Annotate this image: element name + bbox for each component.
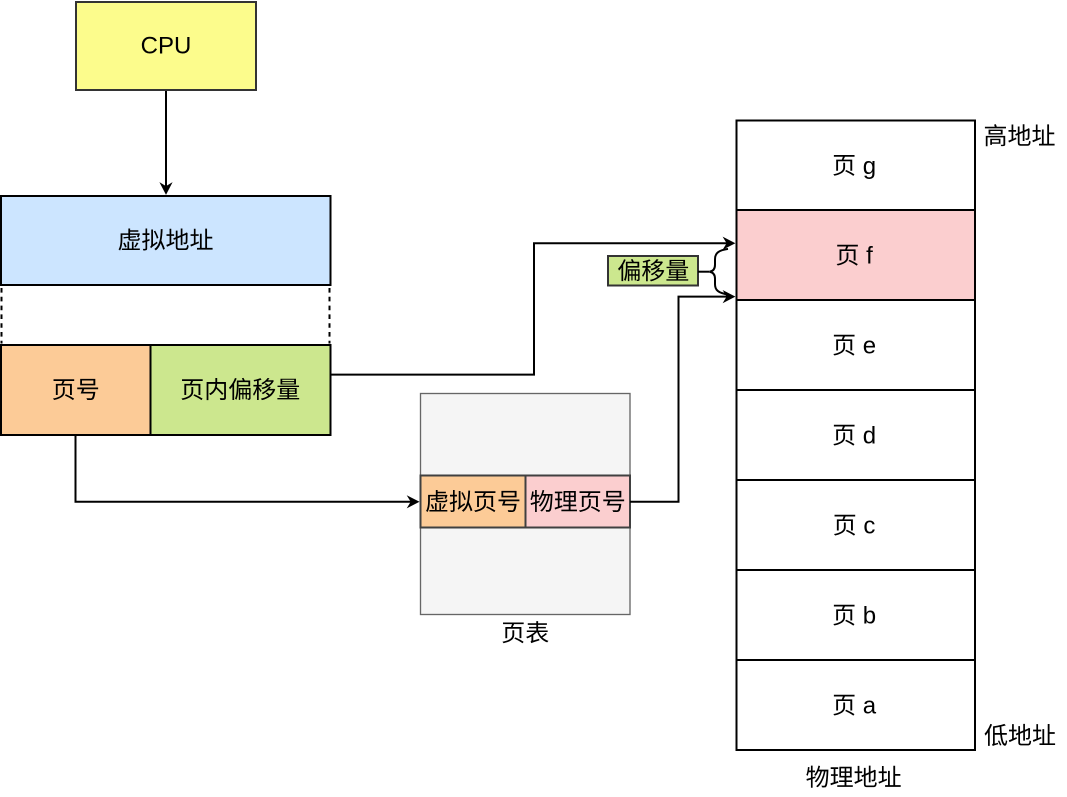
svg-text:c: c — [863, 513, 875, 540]
svg-text:a: a — [863, 693, 877, 720]
svg-text:e: e — [863, 333, 876, 360]
svg-text:d: d — [863, 423, 876, 450]
svg-text:CPU: CPU — [141, 33, 192, 60]
svg-text:g: g — [863, 153, 876, 180]
svg-text:b: b — [863, 603, 876, 630]
svg-text:f: f — [866, 243, 873, 270]
